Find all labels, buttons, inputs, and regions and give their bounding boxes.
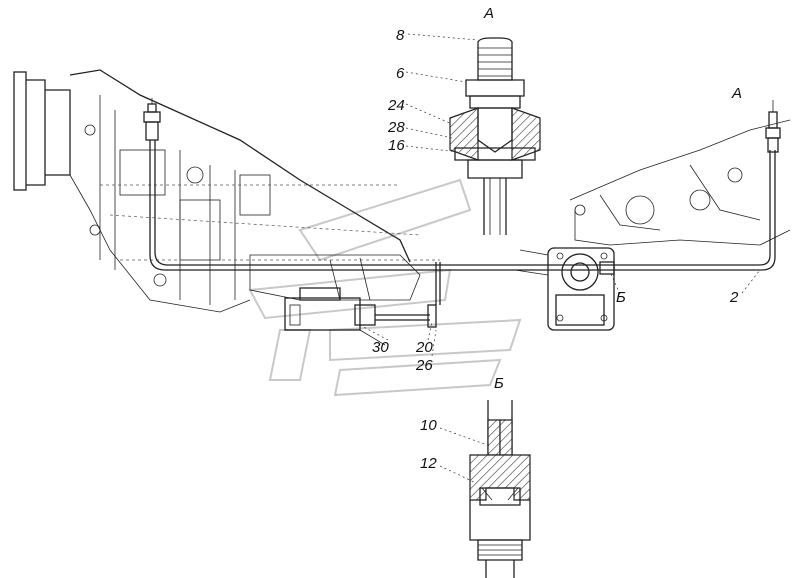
transmission-housing xyxy=(13,69,440,313)
callout-labels: А 8 6 24 28 16 А Б 2 30 20 26 Б 10 12 xyxy=(372,5,742,472)
label-24: 24 xyxy=(387,97,405,114)
label-20: 20 xyxy=(415,339,433,356)
label-10: 10 xyxy=(420,417,437,434)
label-30: 30 xyxy=(372,339,389,356)
pump-unit xyxy=(514,247,615,331)
label-view-a-top: А xyxy=(483,5,494,22)
label-28: 28 xyxy=(387,119,405,136)
detail-view-b xyxy=(439,400,531,578)
label-16: 16 xyxy=(388,137,405,154)
main-leaders xyxy=(359,269,761,357)
label-12: 12 xyxy=(420,455,437,472)
label-6: 6 xyxy=(396,65,405,82)
detail-view-a xyxy=(405,33,541,235)
label-view-b-bottom: Б xyxy=(494,375,504,392)
left-pipe xyxy=(143,98,260,271)
label-view-b-side: Б xyxy=(616,289,626,306)
right-pipe xyxy=(260,100,781,271)
sensor-unit xyxy=(284,262,441,346)
right-housing xyxy=(569,119,791,246)
label-2: 2 xyxy=(729,289,739,306)
label-26: 26 xyxy=(415,357,433,374)
label-view-a-right: А xyxy=(731,85,742,102)
label-8: 8 xyxy=(396,27,405,44)
watermark-logo xyxy=(248,178,522,397)
